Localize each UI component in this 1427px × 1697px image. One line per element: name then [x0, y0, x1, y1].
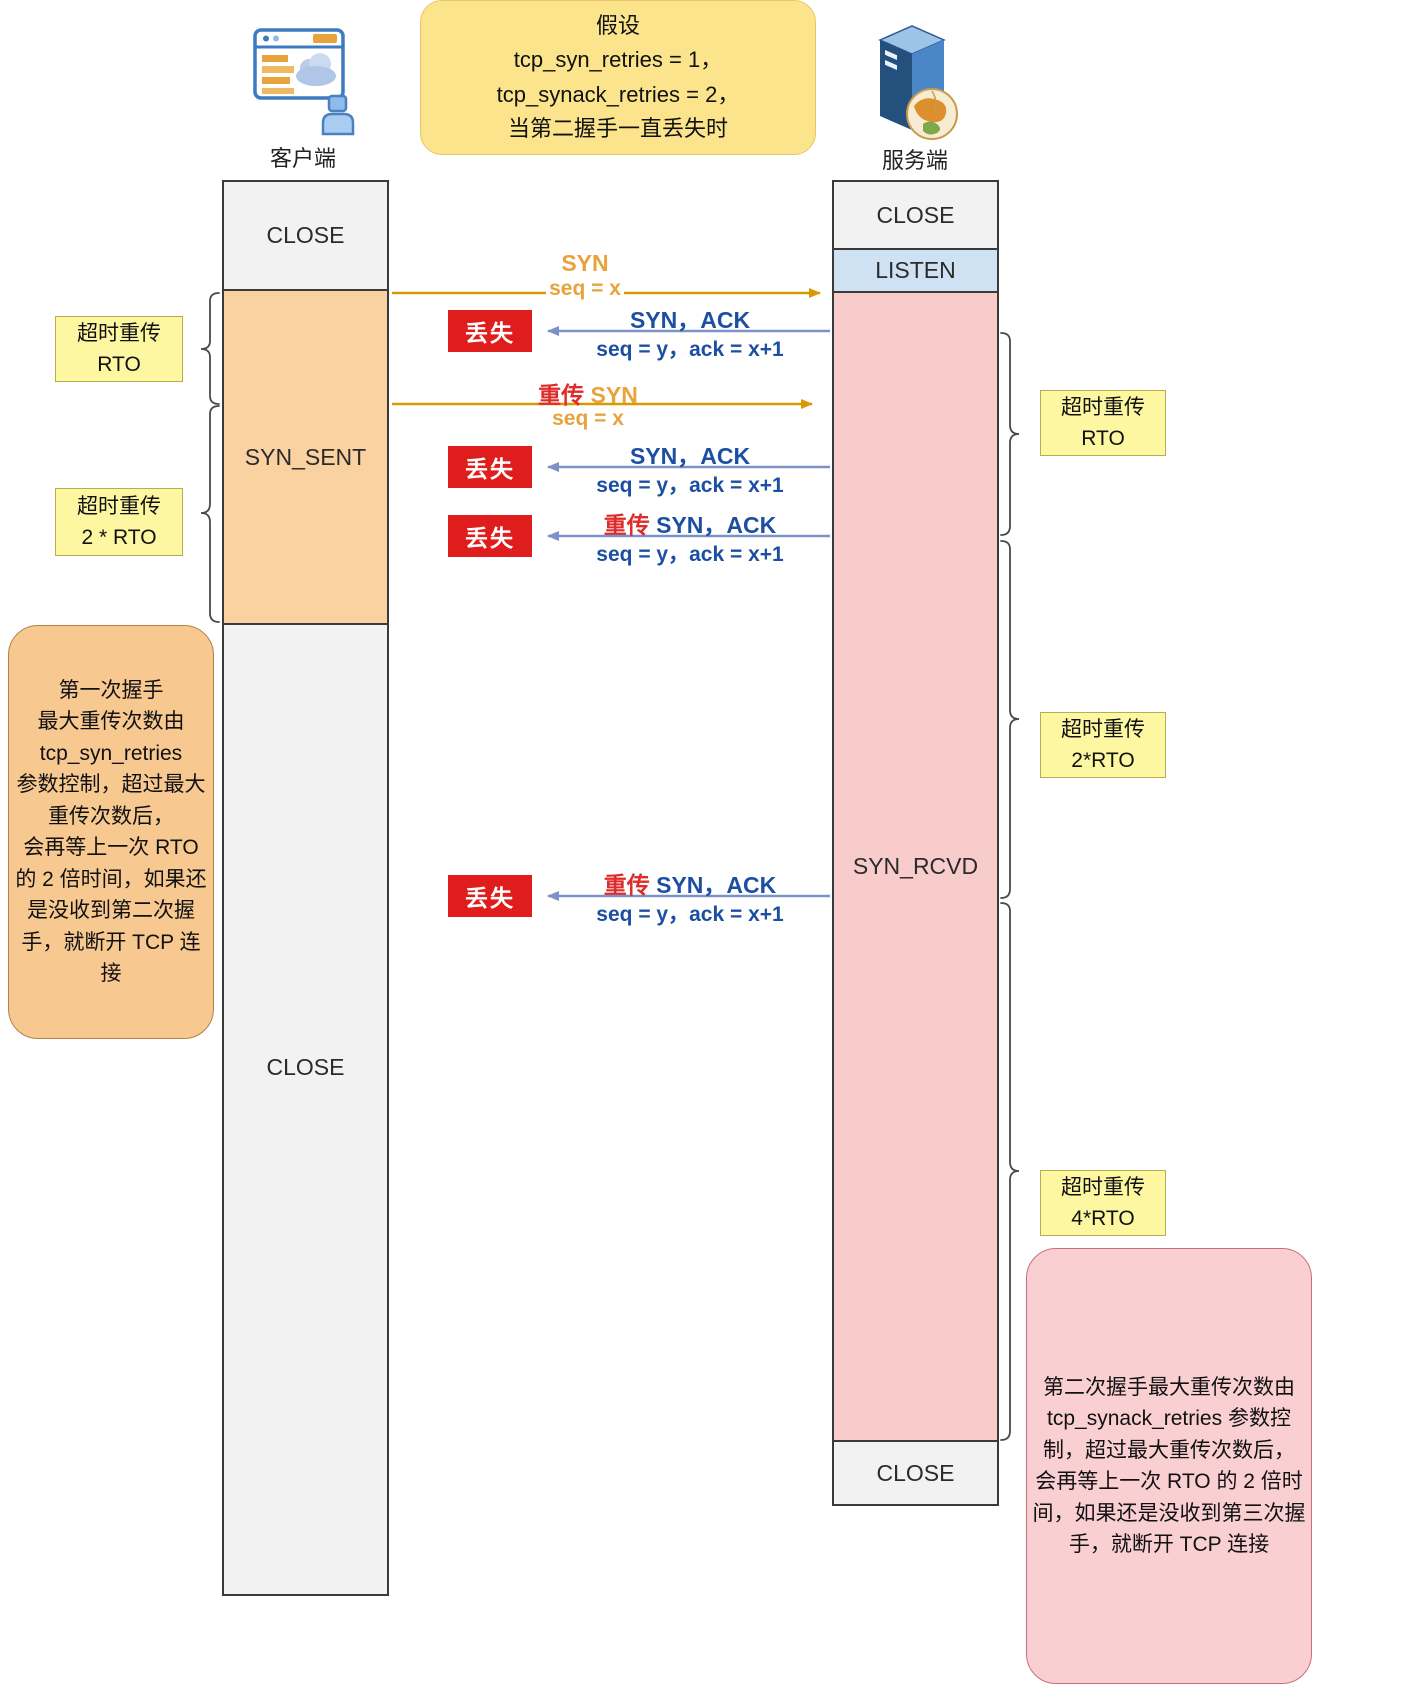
client-label: 客户端	[269, 146, 336, 171]
server-state-syn-rcvd-label: SYN_RCVD	[852, 853, 979, 879]
timeout-note-2rto-right: 超时重传 2*RTO	[1040, 712, 1166, 778]
message-2-syn-ack-label: SYN，ACK	[560, 301, 820, 335]
server-state-close-2-label: CLOSE	[876, 1459, 955, 1486]
message-6-name: SYN，ACK	[656, 872, 777, 898]
message-6-prefix: 重传	[603, 872, 657, 898]
server-icon	[866, 20, 968, 144]
server-state-syn-rcvd: SYN_RCVD	[832, 291, 999, 1442]
message-4-detail-text: seq = y，ack = x+1	[593, 469, 787, 499]
message-1-detail: seq = x	[460, 277, 710, 301]
message-2-detail: seq = y，ack = x+1	[560, 333, 820, 363]
rto-brace-right	[1000, 332, 1020, 536]
lost-box-4: 丢失	[448, 875, 532, 917]
timeout-note-rto-left: 超时重传 RTO	[55, 316, 183, 382]
second-handshake-callout: 第二次握手最大重传次数由 tcp_synack_retries 参数控 制，超过…	[1026, 1248, 1312, 1684]
message-1-syn-label: SYN	[460, 250, 710, 277]
client-icon	[253, 20, 357, 140]
lost-box-3: 丢失	[448, 515, 532, 557]
2rto-brace-right	[1000, 540, 1020, 899]
assumption-note: 假设 tcp_syn_retries = 1， tcp_synack_retri…	[420, 0, 816, 155]
lost-box-1: 丢失	[448, 310, 532, 352]
server-label: 服务端	[881, 148, 948, 173]
message-5-prefix: 重传	[603, 512, 657, 538]
client-state-close-2-label: CLOSE	[266, 1054, 345, 1080]
message-4-name: SYN，ACK	[629, 443, 751, 469]
message-1-detail-text: seq = x	[546, 277, 624, 301]
message-4-syn-ack-label: SYN，ACK	[560, 437, 820, 471]
client-state-syn-sent-label: SYN_SENT	[244, 443, 367, 470]
client-state-syn-sent: SYN_SENT	[222, 289, 389, 625]
client-state-close-2: CLOSE	[222, 623, 389, 1596]
message-2-detail-text: seq = y，ack = x+1	[593, 333, 787, 363]
server-state-listen: LISTEN	[832, 248, 999, 293]
message-6-detail-text: seq = y，ack = x+1	[593, 898, 787, 928]
rto-brace-left	[200, 292, 220, 405]
lost-box-2: 丢失	[448, 446, 532, 488]
timeout-note-2rto-left: 超时重传 2 * RTO	[55, 488, 183, 556]
message-3-prefix: 重传	[538, 382, 591, 408]
2rto-brace-left	[200, 405, 220, 623]
first-handshake-callout: 第一次握手 最大重传次数由 tcp_syn_retries 参数控制，超过最大 …	[8, 625, 214, 1039]
server-state-listen-label: LISTEN	[875, 257, 956, 283]
timeout-note-4rto-right: 超时重传 4*RTO	[1040, 1170, 1166, 1236]
message-1-name: SYN	[561, 250, 609, 276]
message-5-detail: seq = y，ack = x+1	[560, 538, 820, 568]
message-5-detail-text: seq = y，ack = x+1	[593, 538, 787, 568]
message-6-detail: seq = y，ack = x+1	[560, 898, 820, 928]
message-3-detail-text: seq = x	[549, 407, 627, 431]
message-6-retransmit-syn-ack-label: 重传 SYN，ACK	[560, 866, 820, 900]
message-3-name: SYN	[590, 382, 638, 408]
message-5-retransmit-syn-ack-label: 重传 SYN，ACK	[560, 506, 820, 540]
4rto-brace-right	[1000, 902, 1020, 1441]
client-state-close-1: CLOSE	[222, 180, 389, 291]
timeout-note-rto-right: 超时重传 RTO	[1040, 390, 1166, 456]
message-3-detail: seq = x	[463, 407, 713, 431]
message-2-name: SYN，ACK	[629, 307, 751, 333]
message-3-retransmit-syn-label: 重传 SYN	[463, 376, 713, 410]
client-state-close-1-label: CLOSE	[266, 222, 345, 248]
server-state-close-2: CLOSE	[832, 1440, 999, 1506]
server-state-close-1-label: CLOSE	[876, 201, 955, 228]
message-5-name: SYN，ACK	[656, 512, 777, 538]
message-4-detail: seq = y，ack = x+1	[560, 469, 820, 499]
server-state-close-1: CLOSE	[832, 180, 999, 250]
